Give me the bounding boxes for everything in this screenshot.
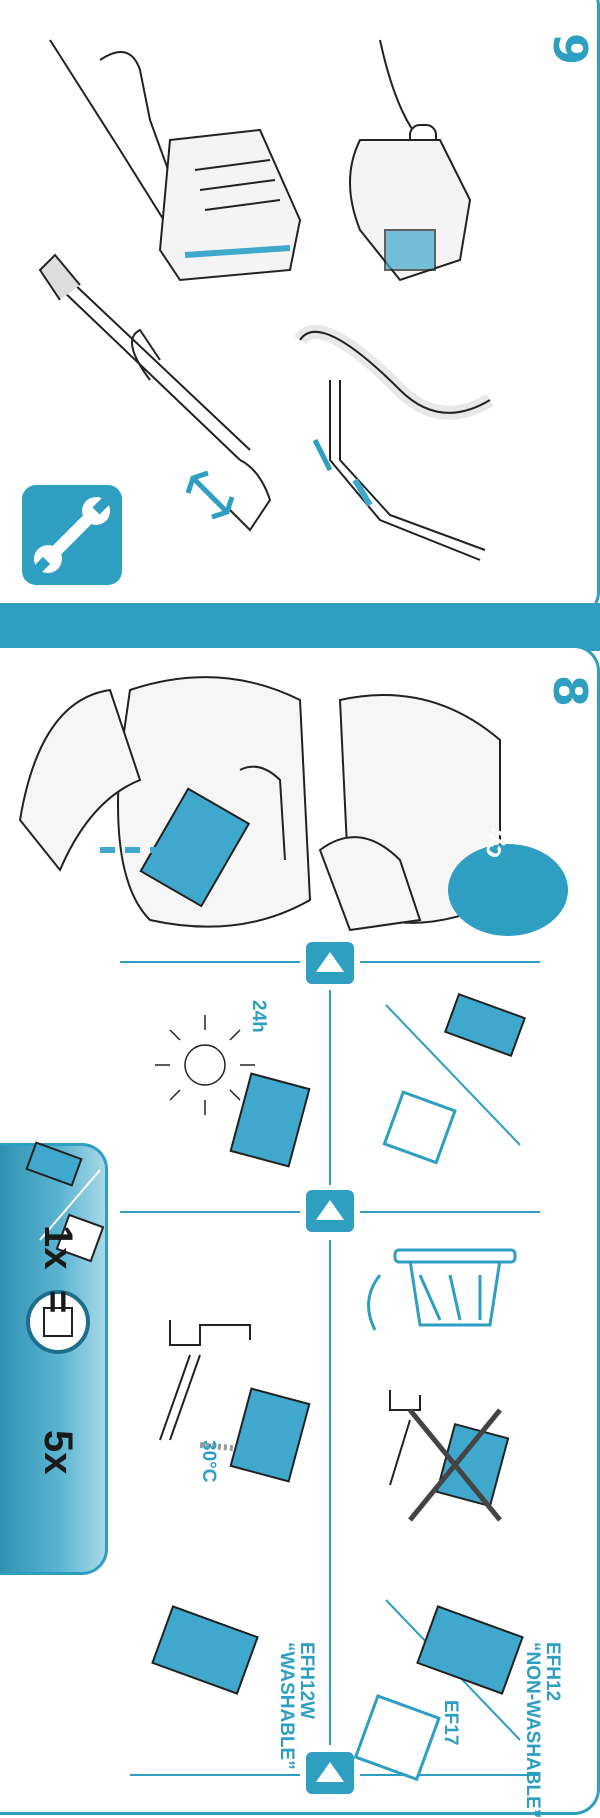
wrench-icon	[22, 485, 122, 585]
dust-bag-icon	[55, 1213, 105, 1263]
cross-out-mark	[408, 1408, 502, 1522]
faucet-icon	[159, 1320, 256, 1453]
filter-icon	[435, 1422, 510, 1508]
washable-model-label: EFH12W	[296, 1642, 317, 1720]
filter-icon	[443, 992, 527, 1058]
click-illustration	[318, 694, 568, 936]
dust-bag-icon	[382, 1090, 457, 1165]
trash-bin-icon	[367, 1248, 517, 1331]
formula-right-count: 1x	[36, 1225, 80, 1270]
vacuum-nozzle-illustration	[49, 39, 302, 282]
insert-filter-illustration	[18, 676, 312, 928]
dust-bag-icon	[26, 1290, 90, 1354]
faucet-icon	[389, 1390, 421, 1486]
wash-temp-label: 30°C	[198, 1440, 219, 1483]
formula-equals: =	[36, 1290, 80, 1314]
filter-icon	[151, 1605, 259, 1695]
sun-icon	[155, 1015, 255, 1115]
grid-lines	[120, 961, 540, 1776]
formula-divider	[39, 1169, 101, 1241]
filter-icon	[229, 1072, 311, 1168]
filter-icon	[416, 1605, 524, 1695]
triangle-arrow-icon	[306, 1752, 354, 1794]
triangle-arrow-icon	[306, 942, 354, 984]
dust-bag-icon	[353, 1694, 441, 1782]
triangle-arrow-icon	[306, 1190, 354, 1232]
washable-note-label: “WASHABLE”	[276, 1642, 297, 1770]
formula-left-count: 5x	[36, 1430, 80, 1475]
vacuum-body-illustration	[349, 39, 472, 282]
section-divider	[0, 603, 600, 651]
dry-time-label: 24h	[248, 1000, 269, 1033]
filter-icon	[25, 1141, 83, 1187]
extension-tube-illustration	[38, 253, 272, 532]
non-washable-model-label: EFH12	[542, 1642, 563, 1702]
formula-box	[0, 1143, 108, 1575]
non-washable-note-label: “NON-WASHABLE”	[522, 1642, 543, 1818]
hose-illustration	[294, 324, 494, 561]
ef17-label: EF17	[440, 1700, 461, 1746]
filter-icon	[229, 1387, 311, 1483]
